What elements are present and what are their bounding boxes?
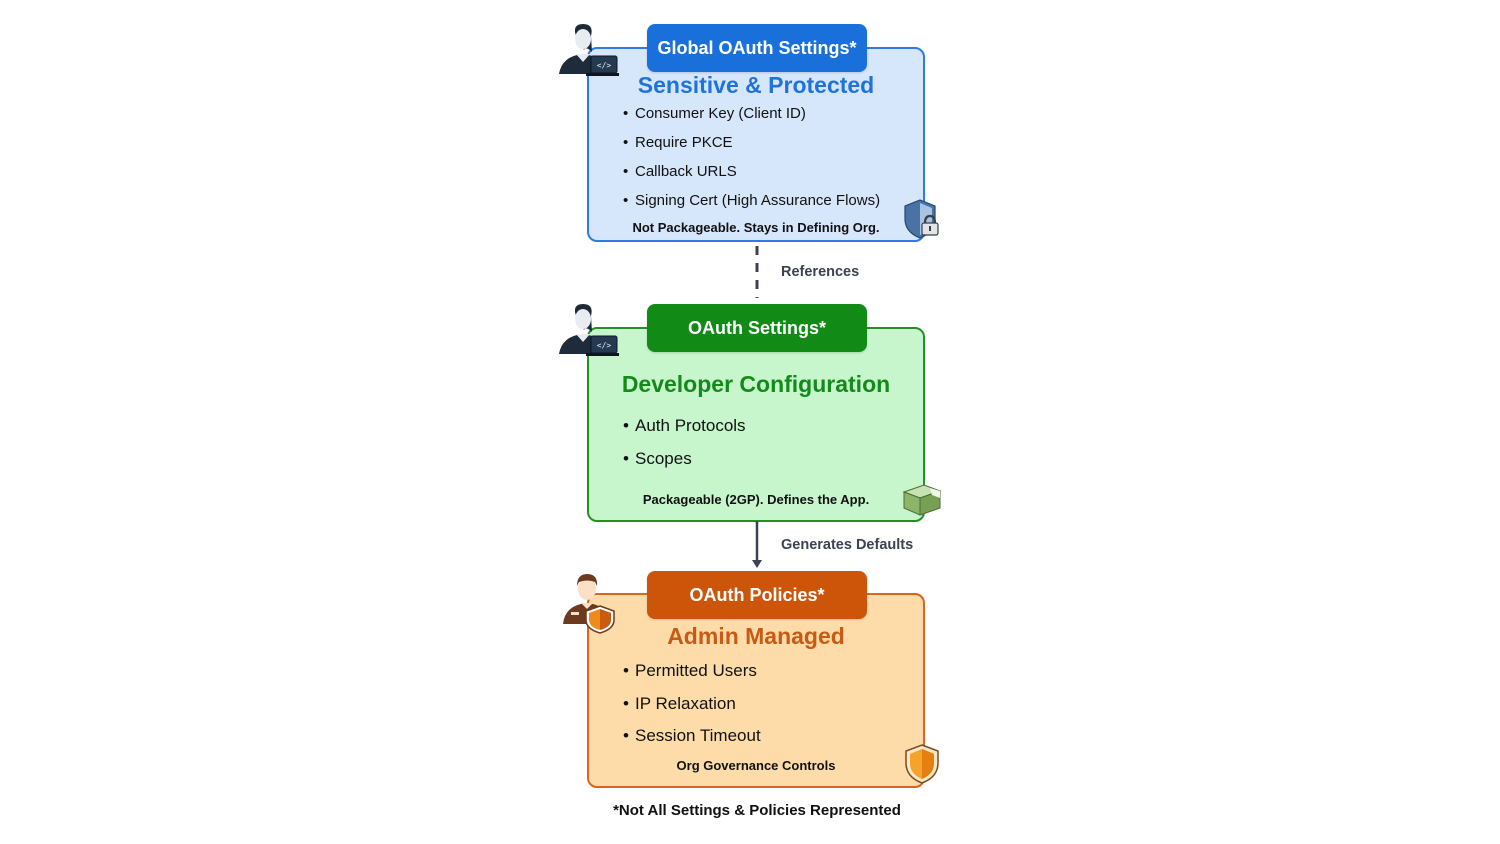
svg-text:</>: </> <box>597 341 612 350</box>
list-item: Callback URLS <box>623 162 880 191</box>
section-title: Developer Configuration <box>621 371 891 397</box>
list-item: IP Relaxation <box>623 694 761 727</box>
references-connector <box>755 246 759 298</box>
connector-label-generates-defaults: Generates Defaults <box>781 537 914 553</box>
list-item: Session Timeout <box>623 726 761 759</box>
section-footer: Not Packageable. Stays in Defining Org. <box>632 220 880 235</box>
list-item: Permitted Users <box>623 661 761 694</box>
footnote: *Not All Settings & Policies Represented <box>613 802 901 819</box>
developer-person-icon: </> <box>559 24 619 76</box>
svg-text:</>: </> <box>597 61 612 70</box>
section-title: Admin Managed <box>667 623 845 649</box>
developer-person-icon: </> <box>559 304 619 356</box>
oauth-settings-header: OAuth Settings* <box>647 304 867 352</box>
package-box-icon <box>902 484 942 516</box>
list-item: Require PKCE <box>623 133 880 162</box>
list-item: Consumer Key (Client ID) <box>623 104 880 133</box>
list-item: Scopes <box>623 449 746 482</box>
header-label: Global OAuth Settings* <box>657 37 857 58</box>
shield-icon <box>905 744 939 784</box>
header-label: OAuth Policies* <box>689 584 825 605</box>
oauth-policies-header: OAuth Policies* <box>647 571 867 619</box>
policies-list: Permitted Users IP Relaxation Session Ti… <box>623 661 761 759</box>
list-item: Signing Cert (High Assurance Flows) <box>623 191 880 220</box>
list-item: Auth Protocols <box>623 416 746 449</box>
admin-person-icon <box>563 574 615 634</box>
header-label: OAuth Settings* <box>688 317 826 338</box>
section-footer: Org Governance Controls <box>676 758 836 773</box>
connector-label-references: References <box>781 264 860 280</box>
global-oauth-settings-header: Global OAuth Settings* <box>647 24 867 72</box>
settings-list: Auth Protocols Scopes <box>623 416 746 482</box>
section-title: Sensitive & Protected <box>637 72 875 98</box>
section-footer: Packageable (2GP). Defines the App. <box>642 492 870 507</box>
generates-defaults-arrow <box>752 521 762 568</box>
shield-lock-icon <box>904 199 939 239</box>
settings-list: Consumer Key (Client ID) Require PKCE Ca… <box>623 104 880 220</box>
